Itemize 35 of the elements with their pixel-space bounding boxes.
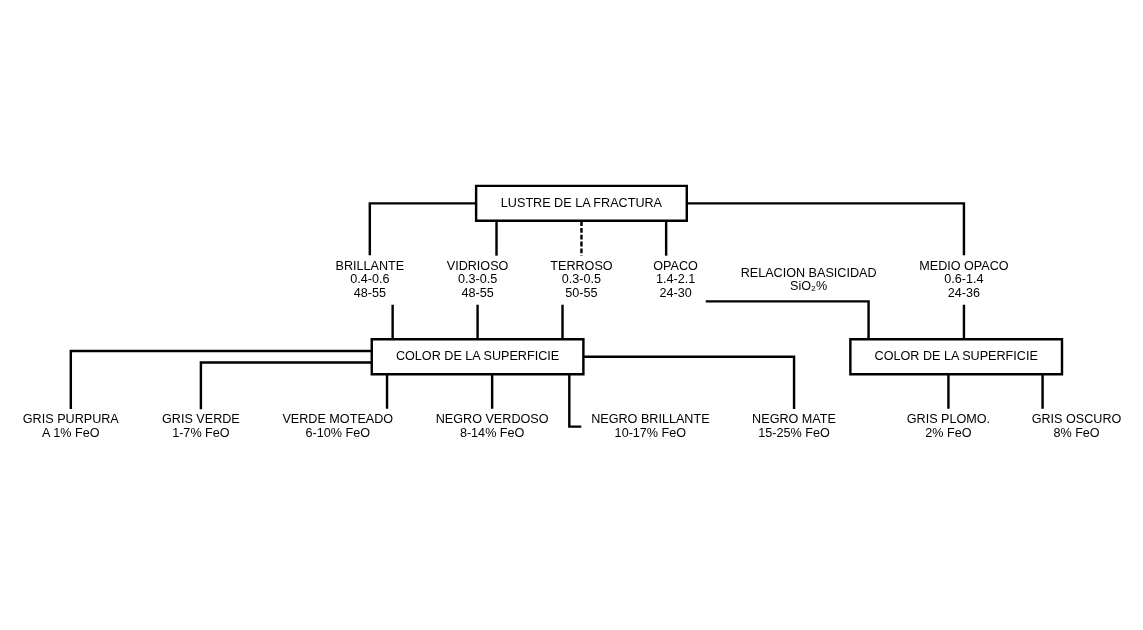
connector [705, 300, 870, 340]
connector [962, 304, 966, 340]
node-text: MEDIO OPACO 0.6-1.4 24-36 [919, 258, 1009, 300]
node-text: GRIS VERDE 1-7% FeO [162, 412, 240, 440]
connector [1041, 374, 1044, 409]
node-text: GRIS PURPURA A 1% FeO [22, 412, 119, 440]
connector [385, 374, 389, 409]
connector [199, 361, 372, 410]
node-text: OPACO 1.4-2.1 24-30 [653, 258, 698, 300]
connector [664, 221, 668, 256]
label: RELACION BASICIDAD [740, 265, 877, 280]
connector [947, 374, 950, 409]
node-text: TERROSO 0.3-0.5 50-55 [550, 258, 613, 300]
node-text: VIDRIOSO 0.3-0.5 48-55 [446, 258, 509, 300]
connector [391, 304, 394, 340]
connector [476, 304, 479, 340]
connector [561, 304, 564, 340]
node-text: VERDE MOTEADO 6-10% FeO [282, 412, 394, 440]
node-box: LUSTRE DE LA FRACTURA [474, 184, 688, 223]
connector [495, 221, 498, 256]
node-text: NEGRO MATE 15-25% FeO [752, 412, 836, 440]
connector [580, 221, 583, 256]
connector [69, 349, 372, 410]
connector [368, 202, 476, 256]
node-text: NEGRO BRILLANTE 10-17% FeO [591, 412, 710, 440]
node-text: NEGRO VERDOSO 8-14% FeO [435, 412, 549, 440]
connector [583, 355, 796, 409]
node-box: COLOR DE LA SUPERFICIE [370, 338, 585, 376]
node-text: BRILLANTE 0.4-0.6 48-55 [335, 258, 405, 300]
node-text: GRIS PLOMO. 2% FeO [906, 412, 991, 440]
label: SiO₂% [790, 279, 828, 294]
connector [490, 374, 494, 409]
connector [687, 202, 966, 256]
node-text: GRIS OSCURO 8% FeO [1031, 412, 1122, 440]
node-box: COLOR DE LA SUPERFICIE [849, 338, 1064, 376]
